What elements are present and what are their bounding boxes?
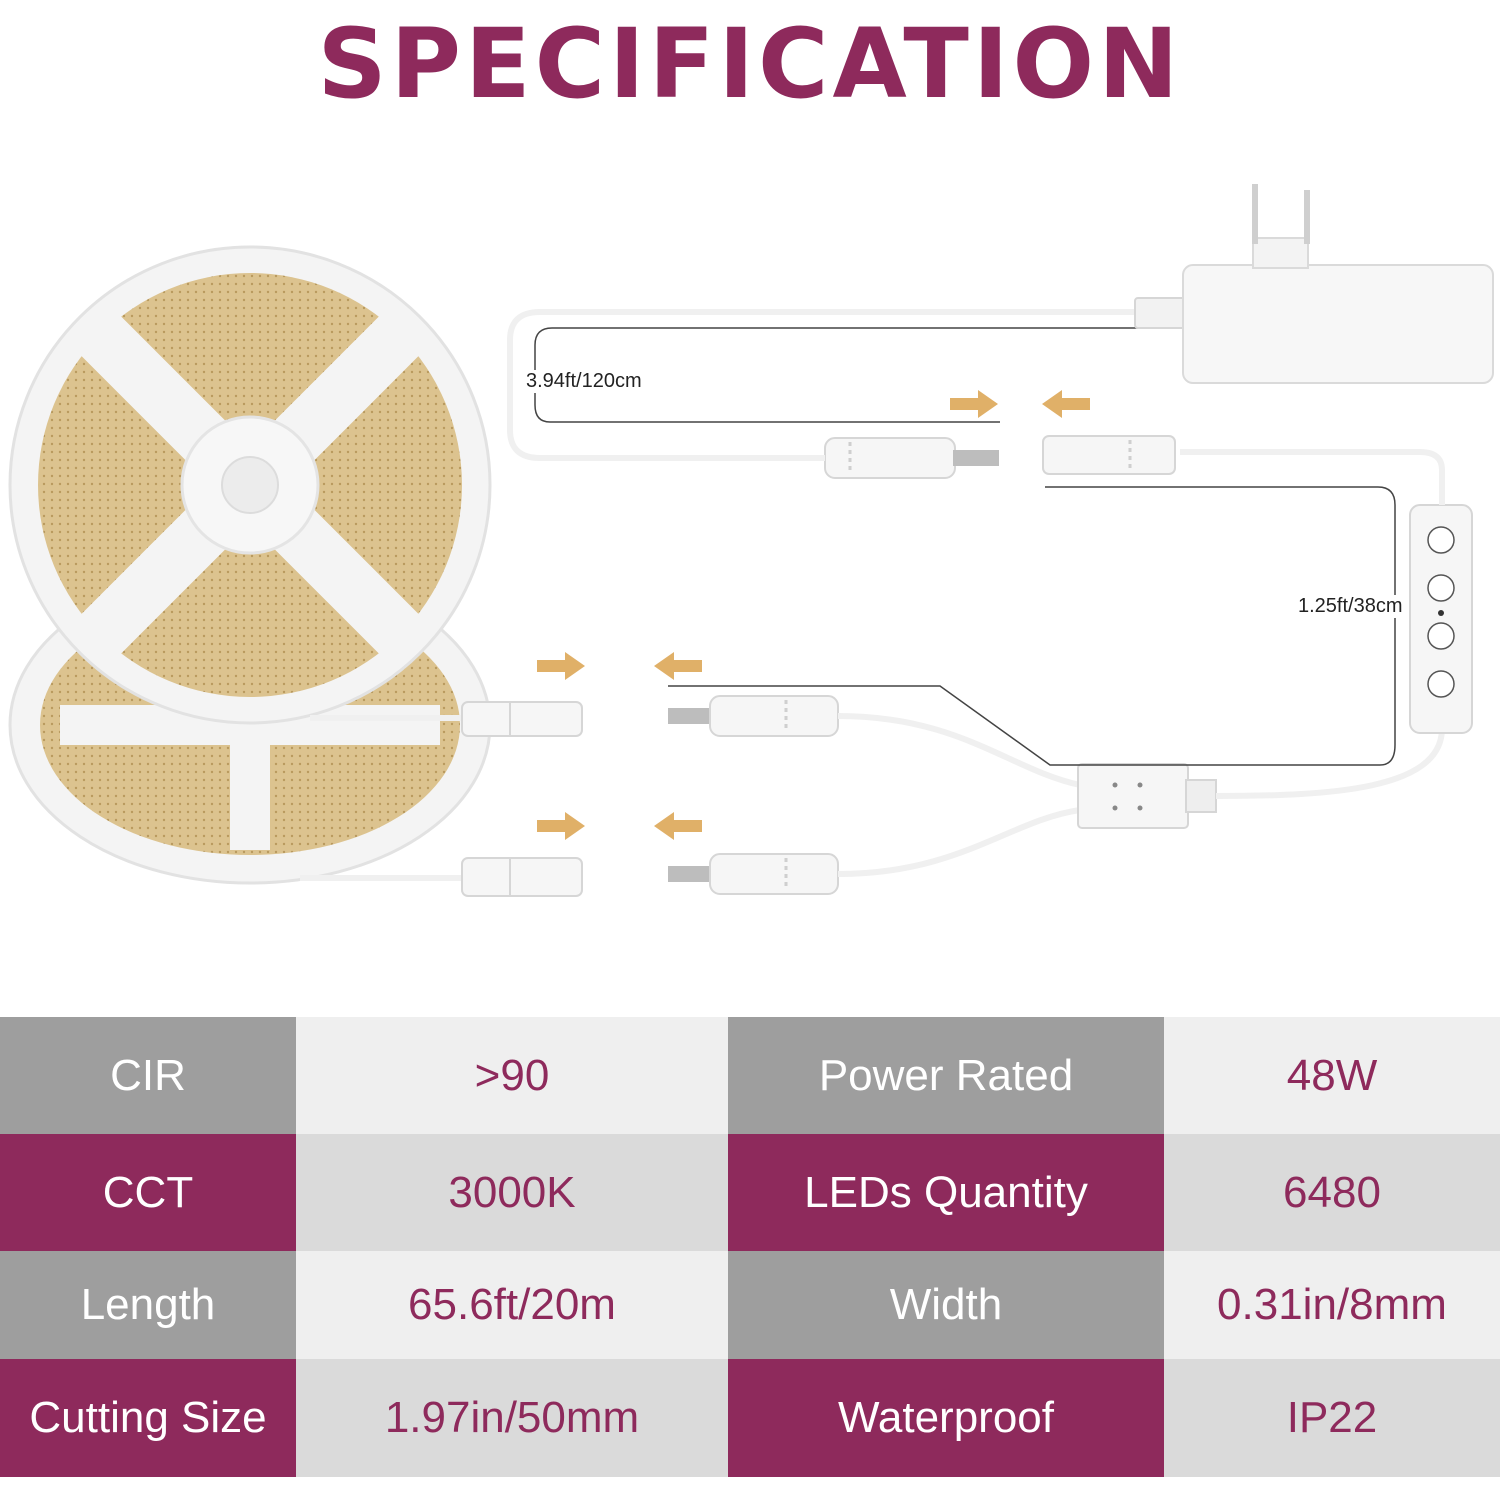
spec-table: CIR >90 Power Rated 48W CCT 3000K LEDs Q… (0, 1017, 1500, 1477)
spec-label: Cutting Size (0, 1359, 296, 1477)
male-connector-adapter (824, 437, 999, 479)
spec-value: >90 (296, 1017, 728, 1134)
adapter-cable-length-label: 3.94ft/120cm (524, 370, 644, 393)
male-connector-2 (668, 853, 839, 895)
female-connector-adapter (1042, 435, 1176, 475)
spec-value: 0.31in/8mm (1164, 1251, 1500, 1359)
arrow-icon (537, 390, 1090, 840)
spec-value: 1.97in/50mm (296, 1359, 728, 1477)
spec-value: 65.6ft/20m (296, 1251, 728, 1359)
male-connector-1 (668, 695, 839, 737)
spec-value: 3000K (296, 1134, 728, 1251)
spec-row: Cutting Size 1.97in/50mm Waterproof IP22 (0, 1359, 1500, 1477)
spec-value: 6480 (1164, 1134, 1500, 1251)
female-connector-1 (461, 701, 583, 737)
spec-label: CIR (0, 1017, 296, 1134)
female-connector-2 (461, 857, 583, 897)
spec-row: CIR >90 Power Rated 48W (0, 1017, 1500, 1134)
spec-row: CCT 3000K LEDs Quantity 6480 (0, 1134, 1500, 1251)
spec-label: Power Rated (728, 1017, 1164, 1134)
product-diagram: 3.94ft/120cm 1.25ft/38cm (0, 140, 1500, 1000)
spec-label: CCT (0, 1134, 296, 1251)
spec-label: LEDs Quantity (728, 1134, 1164, 1251)
spec-value: 48W (1164, 1017, 1500, 1134)
led-reel-top (8, 245, 492, 725)
spec-label: Length (0, 1251, 296, 1359)
spec-value: IP22 (1164, 1359, 1500, 1477)
spec-label: Waterproof (728, 1359, 1164, 1477)
spec-row: Length 65.6ft/20m Width 0.31in/8mm (0, 1251, 1500, 1359)
spec-label: Width (728, 1251, 1164, 1359)
power-adapter (1134, 184, 1494, 384)
splitter-block (1077, 763, 1217, 829)
dimmer-controller (1409, 504, 1473, 734)
controller-cable-length-label: 1.25ft/38cm (1296, 595, 1405, 618)
page-title: SPECIFICATION (317, 8, 1183, 120)
